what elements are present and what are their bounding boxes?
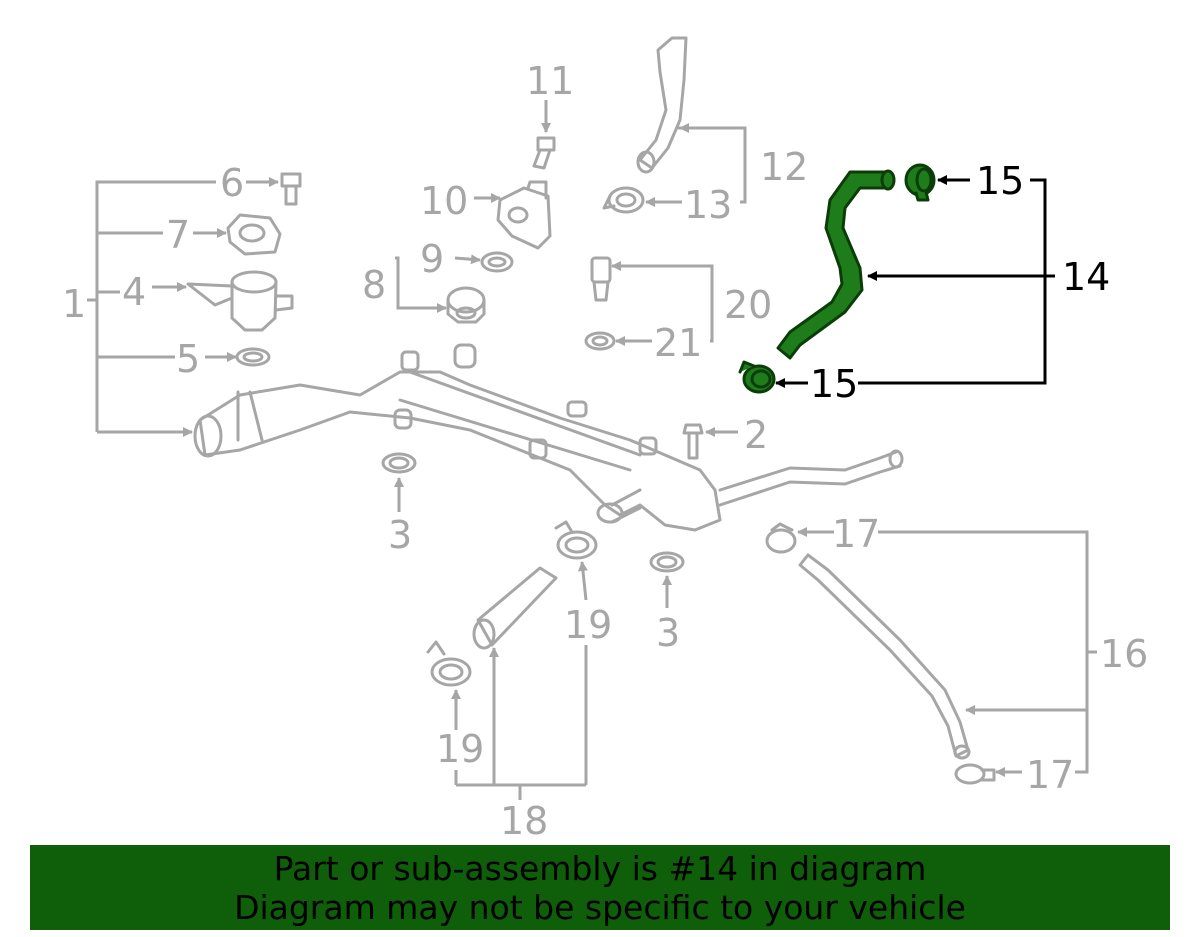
info-banner: Part or sub-assembly is #14 in diagram D… (30, 845, 1170, 930)
label-7: 7 (166, 213, 190, 257)
bolt-part-6 (280, 172, 302, 206)
label-1: 1 (62, 282, 86, 326)
label-20: 20 (724, 283, 772, 327)
parts-diagram: 1 2 3 3 4 5 6 7 8 9 10 11 12 13 14 15 15… (62, 36, 1148, 843)
label-3-right: 3 (656, 611, 680, 655)
bolt-part-2 (682, 423, 704, 460)
clamp-part-17-lower (954, 763, 996, 785)
label-13: 13 (684, 183, 732, 227)
label-15-lower: 15 (810, 362, 858, 406)
label-5: 5 (176, 337, 200, 381)
clamp-part-15-lower-highlighted (738, 360, 776, 394)
label-6: 6 (220, 161, 244, 205)
thermostat-part-8 (446, 286, 486, 324)
hose-part-18 (472, 566, 558, 650)
sensor-part-20 (590, 256, 612, 302)
bolt-part-11 (532, 136, 556, 170)
leader-lines (87, 100, 1097, 800)
label-3-left: 3 (388, 513, 412, 557)
callout-labels: 1 2 3 3 4 5 6 7 8 9 10 11 12 13 14 15 15… (62, 59, 1148, 843)
label-17-lower: 17 (1026, 753, 1074, 797)
outlet-part-10 (496, 180, 552, 250)
o-ring-part-9 (480, 251, 514, 273)
o-ring-part-5 (235, 347, 271, 367)
label-10: 10 (420, 179, 468, 223)
banner-line-1: Part or sub-assembly is #14 in diagram (273, 848, 927, 888)
gasket-part-3-left (381, 452, 417, 474)
highlight-leader-lines (775, 175, 1055, 388)
label-15-upper: 15 (976, 159, 1024, 203)
clamp-part-15-upper-highlighted (904, 163, 936, 202)
clamp-part-13 (602, 186, 645, 214)
label-14: 14 (1062, 255, 1110, 299)
hose-part-14-highlighted (776, 169, 896, 360)
label-19-right: 19 (564, 603, 612, 647)
gasket-part-3-right (649, 551, 685, 573)
label-21: 21 (654, 321, 702, 365)
clamp-part-17-upper (765, 522, 797, 554)
label-2: 2 (744, 413, 768, 457)
housing-part-4 (186, 270, 294, 332)
label-18: 18 (500, 799, 548, 843)
label-9: 9 (420, 237, 444, 281)
cap-part-7 (226, 213, 282, 256)
label-16: 16 (1100, 632, 1148, 676)
banner-line-2: Diagram may not be specific to your vehi… (234, 887, 966, 927)
label-12: 12 (760, 145, 808, 189)
hose-part-16 (798, 553, 971, 760)
hose-part-12 (636, 36, 688, 174)
water-pipe-assembly (193, 343, 904, 532)
label-17-upper: 17 (832, 512, 880, 556)
clamp-part-19-lower (426, 640, 472, 687)
label-8: 8 (362, 263, 386, 307)
clamp-part-19-upper (554, 520, 598, 560)
label-4: 4 (122, 270, 146, 314)
label-11: 11 (526, 59, 574, 103)
label-19-left: 19 (436, 727, 484, 771)
gasket-part-21 (584, 331, 616, 351)
